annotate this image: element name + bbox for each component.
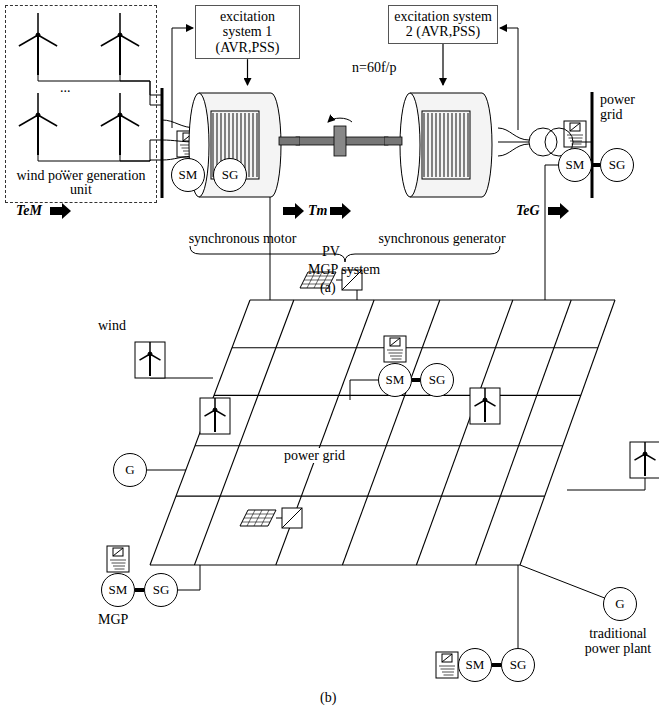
- annotation-label: TeG: [516, 203, 540, 218]
- node-text: SG: [153, 582, 170, 598]
- machine-circle: SM: [558, 148, 592, 182]
- node-text: SM: [109, 582, 128, 598]
- machine-circle: SM: [378, 363, 412, 397]
- annotation-label: TeM: [16, 203, 42, 218]
- group-box: wind power generation unit: [5, 5, 157, 203]
- node-text: synchronous generator: [374, 231, 510, 247]
- annotation-label: ...: [60, 160, 71, 175]
- node-text: excitation system 2 (AVR,PSS): [393, 9, 493, 40]
- node-text: SM: [179, 167, 198, 183]
- node-text: SG: [222, 167, 239, 183]
- node-text: G: [125, 462, 134, 478]
- annotation-label: power grid: [600, 92, 650, 123]
- node-text: SG: [429, 372, 446, 388]
- annotation-label: MGP: [98, 612, 128, 627]
- annotation-label: wind: [98, 318, 126, 333]
- node-text: SM: [386, 372, 405, 388]
- machine-unit: synchronous generator: [384, 85, 500, 247]
- annotation-label: PV: [322, 244, 340, 259]
- control-arrow: [442, 44, 443, 85]
- node-text: SM: [566, 157, 585, 173]
- machine-circle: SG: [600, 148, 634, 182]
- node-text: wind power generation unit: [8, 169, 154, 198]
- annotation-label: traditional power plant: [580, 626, 656, 657]
- shaft-link: [135, 588, 144, 592]
- shaft-link: [592, 163, 600, 167]
- node-text: SM: [466, 657, 485, 673]
- machine-circle: SG: [213, 158, 247, 192]
- annotation-label: power grid: [282, 448, 347, 463]
- machine-circle: G: [113, 453, 147, 487]
- machine-circle: SG: [501, 648, 535, 682]
- node-text: SG: [609, 157, 626, 173]
- machine-circle: SM: [171, 158, 205, 192]
- annotation-label: MGP system: [308, 262, 380, 277]
- node-text: G: [615, 596, 624, 612]
- node-text: SG: [510, 657, 527, 673]
- machine-circle: SM: [101, 573, 135, 607]
- annotation-label: (a): [320, 280, 336, 295]
- machine-circle: G: [603, 587, 637, 621]
- annotation-label: n=60f/p: [352, 60, 396, 75]
- control-arrow: [247, 59, 248, 85]
- annotation-label: Tm: [308, 203, 327, 218]
- node-text: synchronous motor: [175, 231, 310, 247]
- machine-drawing: [384, 85, 500, 210]
- annotation-label: (b): [320, 690, 336, 705]
- machine-circle: SG: [144, 573, 178, 607]
- machine-circle: SG: [420, 363, 454, 397]
- shaft-link: [492, 663, 501, 667]
- process-box: excitation system 1 (AVR,PSS): [195, 5, 300, 59]
- node-text: excitation system 1 (AVR,PSS): [200, 9, 295, 55]
- process-box: excitation system 2 (AVR,PSS): [388, 5, 498, 44]
- shaft-link: [412, 378, 420, 382]
- machine-circle: SM: [458, 648, 492, 682]
- annotation-label: ...: [60, 80, 71, 95]
- machine-drawing: [185, 85, 300, 210]
